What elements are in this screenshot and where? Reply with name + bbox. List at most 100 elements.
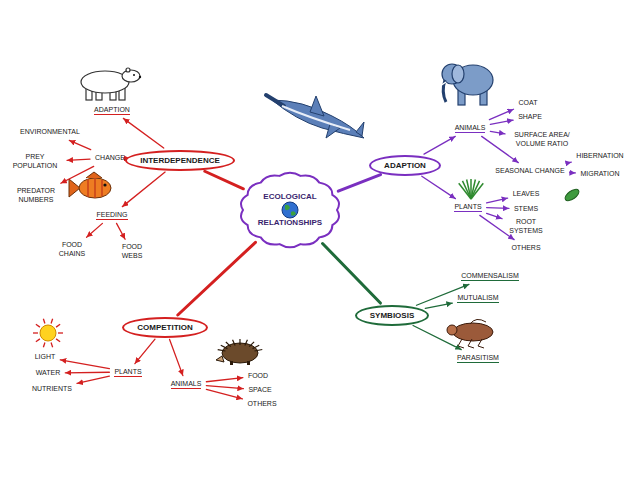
elephant-part	[440, 82, 446, 86]
fish-part	[103, 183, 106, 186]
hammerhead-shark-part	[266, 95, 284, 106]
branch-line	[178, 242, 256, 315]
elephant	[440, 64, 493, 105]
topic-label: FEEDING	[94, 210, 129, 221]
sun-part	[56, 339, 60, 342]
node-text: INTERDEPENDENCE	[140, 156, 220, 165]
node-text: SPACE	[248, 386, 271, 393]
topic-label: PLANTS	[452, 202, 483, 213]
hammerhead-shark	[266, 95, 364, 138]
arrow-connector	[206, 389, 242, 398]
cloud-shape	[241, 173, 339, 248]
topic-label: ENVIRONMENTAL	[18, 127, 82, 138]
arrow-connector	[487, 198, 508, 203]
node-text: FOOD	[248, 372, 268, 379]
sun-part	[56, 324, 60, 327]
topic-label: FOOD CHAINS	[54, 240, 90, 260]
node-text: ANIMALS	[171, 380, 202, 389]
fish-part	[69, 179, 80, 197]
node-text: ADAPTION	[94, 106, 130, 115]
arrow-connector	[490, 120, 513, 124]
arrow-connector	[482, 136, 519, 162]
branch-line	[338, 175, 380, 192]
node-text: SEASONAL CHANGE	[495, 167, 564, 174]
topic-label: SHAPE	[516, 112, 544, 123]
branch-oval: ADAPTION	[369, 155, 441, 176]
hedgehog-part	[226, 342, 231, 347]
cloud-outline	[235, 168, 345, 252]
node-text: ADAPTION	[384, 161, 426, 170]
sun	[33, 319, 63, 348]
node-text: ANIMALS	[455, 124, 486, 133]
branch-line	[323, 244, 381, 304]
sun-part	[51, 343, 53, 348]
node-text: SYMBIOSIS	[370, 311, 414, 320]
topic-label: FOOD	[246, 371, 270, 382]
arrow-connector	[60, 360, 109, 369]
topic-label: OTHERS	[509, 243, 542, 254]
hedgehog-part	[247, 361, 250, 365]
hedgehog-part	[216, 356, 224, 362]
branch-oval: COMPETITION	[122, 317, 208, 338]
flea-part	[478, 339, 484, 348]
hedgehog-part	[233, 340, 236, 346]
sun-part	[43, 343, 45, 348]
arrow-connector	[69, 140, 90, 149]
node-text: ROOT SYSTEMS	[509, 218, 542, 234]
arrow-connector	[135, 339, 155, 363]
node-text: MIGRATION	[580, 170, 619, 177]
arrow-connector	[424, 136, 455, 154]
leaf	[563, 187, 581, 203]
hedgehog-part	[239, 339, 240, 345]
leaf-part	[563, 187, 581, 203]
hammerhead-shark-part	[356, 122, 364, 136]
arrow-connector	[487, 207, 509, 209]
arrow-connector	[480, 215, 514, 239]
topic-label: LEAVES	[511, 189, 542, 200]
node-text: OTHERS	[247, 400, 276, 407]
topic-label: PREY POPULATION	[6, 152, 64, 172]
flea-part	[458, 339, 464, 348]
topic-label: SURFACE AREA/ VOLUME RATIO	[508, 130, 576, 150]
arrow-connector	[569, 161, 571, 163]
node-text: SHAPE	[518, 113, 542, 120]
topic-label: LIGHT	[33, 352, 58, 363]
hedgehog-part	[255, 350, 263, 351]
central-cloud: ECOLOGICAL RELATIONSHIPS	[235, 168, 345, 252]
node-text: PREDATOR NUMBERS	[17, 187, 55, 203]
earth-globe	[282, 202, 298, 218]
topic-label: OTHERS	[245, 399, 278, 410]
sun-part	[36, 324, 40, 327]
arrow-connector	[490, 131, 505, 133]
topic-label: COAT	[517, 98, 540, 109]
arrow-connector	[487, 213, 502, 218]
arrow-connector	[87, 223, 103, 237]
flea-part	[470, 319, 486, 324]
branch-oval: SYMBIOSIS	[355, 305, 429, 326]
arrow-connector	[67, 159, 90, 160]
node-text: FOOD WEBS	[122, 243, 143, 259]
grass-clump	[459, 179, 484, 199]
hedgehog-part	[253, 345, 260, 348]
node-text: PARASITISM	[457, 354, 499, 363]
branch-line	[205, 171, 244, 189]
branch-oval: INTERDEPENDENCE	[125, 150, 235, 171]
topic-label: ROOT SYSTEMS	[505, 217, 547, 237]
polar-bear	[81, 68, 141, 100]
topic-label: ANIMALS	[169, 379, 204, 390]
topic-label: MUTUALISM	[455, 293, 500, 304]
topic-label: SEASONAL CHANGE	[493, 166, 566, 177]
flea-part	[447, 325, 457, 335]
flea-part	[453, 323, 493, 341]
hammerhead-shark-part	[282, 106, 350, 130]
hedgehog-part	[245, 340, 248, 346]
polar-bear-part	[126, 68, 130, 72]
topic-label: SPACE	[246, 385, 273, 396]
node-text: SURFACE AREA/ VOLUME RATIO	[514, 131, 570, 147]
topic-label: PREDATOR NUMBERS	[7, 186, 65, 206]
node-text: LEAVES	[513, 190, 540, 197]
fish-part	[88, 178, 102, 198]
